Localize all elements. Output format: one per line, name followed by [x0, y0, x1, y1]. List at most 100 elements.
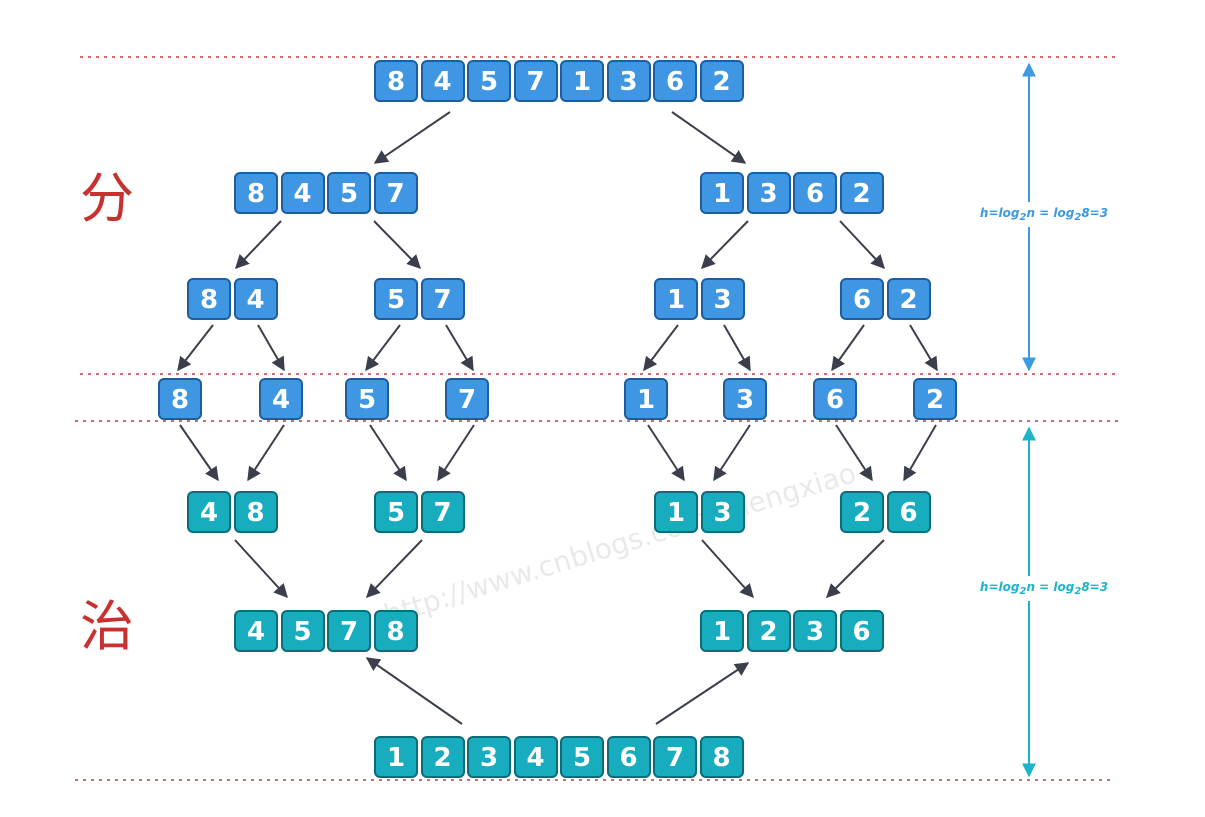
formula-h-prefix: h=log	[979, 580, 1020, 594]
flow-arrow	[826, 539, 885, 598]
number-cell: 8	[158, 378, 202, 420]
number-cell: 1	[654, 491, 698, 533]
flow-arrow	[247, 424, 285, 482]
number-cell: 8	[699, 736, 744, 778]
flow-arrow	[831, 324, 865, 372]
number-cell: 6	[793, 172, 837, 214]
number-cell: 6	[813, 378, 857, 420]
number-cell: 2	[840, 491, 884, 533]
number-cell: 2	[913, 378, 957, 420]
flow-arrow	[366, 539, 423, 599]
number-cell: 2	[746, 610, 791, 652]
number-cell: 3	[700, 278, 745, 320]
flow-arrow	[839, 220, 885, 270]
number-cell: 6	[606, 736, 651, 778]
number-cell: 8	[373, 610, 418, 652]
number-cell: 1	[374, 736, 418, 778]
number-cell: 5	[327, 172, 371, 214]
number-cell: 1	[560, 60, 604, 102]
number-cell: 7	[445, 378, 489, 420]
flow-arrow	[365, 657, 463, 725]
number-cell: 3	[746, 172, 791, 214]
flow-arrow	[713, 424, 751, 482]
number-cell: 8	[187, 278, 231, 320]
number-cell: 2	[886, 278, 931, 320]
number-cell: 1	[700, 610, 744, 652]
number-cell: 5	[560, 736, 604, 778]
flow-arrow	[235, 220, 282, 270]
number-cell: 1	[654, 278, 698, 320]
number-cell: 5	[467, 60, 511, 102]
number-cell: 8	[234, 172, 278, 214]
flow-arrow	[655, 662, 750, 725]
formula-h-prefix: h=log	[979, 206, 1020, 220]
number-cell: 6	[886, 491, 931, 533]
number-cell: 3	[700, 491, 745, 533]
number-cell: 2	[420, 736, 465, 778]
flow-arrow	[701, 539, 754, 599]
number-cell: 4	[259, 378, 303, 420]
number-cell: 4	[420, 60, 465, 102]
number-cell: 3	[793, 610, 837, 652]
number-cell: 8	[374, 60, 418, 102]
formula-base: 2	[1019, 586, 1027, 597]
flow-arrow	[647, 424, 685, 482]
flow-arrow	[909, 324, 938, 372]
number-cell: 1	[624, 378, 668, 420]
flow-arrow	[445, 324, 474, 372]
number-cell: 7	[373, 172, 418, 214]
flow-arrow	[643, 324, 679, 372]
formula-value: 8=3	[1081, 580, 1109, 594]
flow-arrow	[365, 324, 401, 372]
number-cell: 7	[653, 736, 697, 778]
number-cell: 7	[420, 491, 465, 533]
flow-arrow	[369, 424, 407, 482]
number-cell: 4	[234, 610, 278, 652]
number-cell: 2	[699, 60, 744, 102]
flow-arrow	[177, 324, 214, 372]
number-cell: 7	[327, 610, 371, 652]
flow-arrow	[373, 220, 421, 270]
number-cell: 3	[723, 378, 767, 420]
divide-height-label: h=log2n = log28=3	[979, 202, 1109, 227]
number-cell: 2	[839, 172, 884, 214]
formula-base: 2	[1074, 586, 1082, 597]
number-cell: 5	[374, 491, 418, 533]
formula-mid: n = log	[1026, 206, 1075, 220]
number-cell: 5	[345, 378, 389, 420]
flow-arrow	[437, 424, 475, 482]
flow-arrow	[234, 539, 288, 599]
number-cell: 6	[840, 278, 884, 320]
flow-arrow	[179, 424, 219, 482]
number-cell: 7	[420, 278, 465, 320]
flow-arrow	[671, 111, 747, 164]
divide-label: 分	[80, 167, 134, 230]
number-cell: 5	[374, 278, 418, 320]
number-cell: 4	[233, 278, 278, 320]
flow-arrow	[373, 111, 451, 164]
conquer-height-label: h=log2n = log28=3	[979, 576, 1109, 601]
flow-arrow	[835, 424, 873, 482]
formula-base: 2	[1019, 212, 1027, 223]
flow-arrow	[723, 324, 751, 372]
number-cell: 7	[513, 60, 558, 102]
flow-arrow	[701, 220, 749, 270]
number-cell: 4	[280, 172, 325, 214]
number-cell: 6	[839, 610, 884, 652]
number-cell: 3	[467, 736, 511, 778]
flow-arrow	[257, 324, 285, 372]
number-cell: 4	[513, 736, 558, 778]
number-cell: 1	[700, 172, 744, 214]
number-cell: 3	[606, 60, 651, 102]
formula-base: 2	[1074, 212, 1082, 223]
number-cell: 5	[280, 610, 325, 652]
number-cell: 8	[233, 491, 278, 533]
flow-arrow	[903, 424, 937, 482]
formula-mid: n = log	[1026, 580, 1075, 594]
conquer-label: 治	[80, 595, 134, 658]
number-cell: 6	[653, 60, 697, 102]
formula-value: 8=3	[1081, 206, 1109, 220]
number-cell: 4	[187, 491, 231, 533]
